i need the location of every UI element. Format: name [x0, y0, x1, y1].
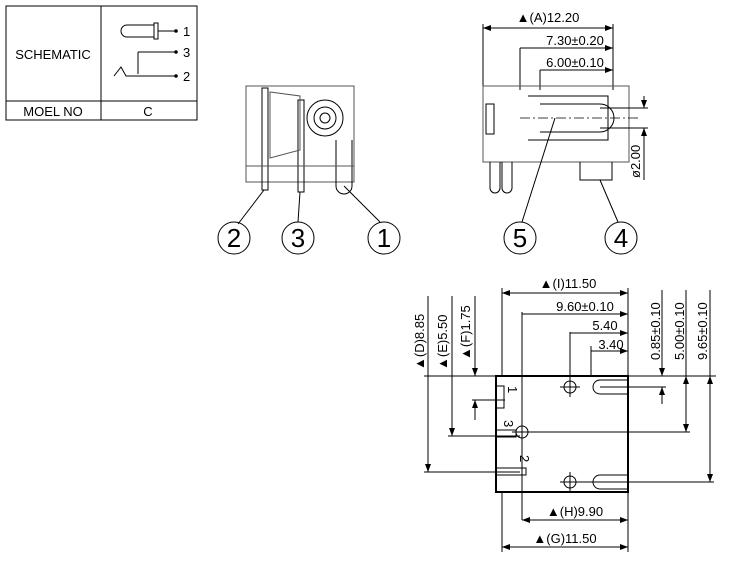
dim-7-30: 7.30±0.20 — [546, 33, 604, 48]
pin-label-3: 3 — [183, 45, 190, 60]
callout-4: 4 — [614, 223, 628, 253]
callout-5: 5 — [513, 223, 527, 253]
dim-a: ▲(A)12.20 — [517, 10, 580, 25]
dim-e: ▲(E)5.50 — [435, 315, 450, 371]
dim-9-65: 9.65±0.10 — [695, 302, 710, 360]
dim-d: ▲(D)8.85 — [412, 314, 427, 370]
model-label: MOEL NO — [23, 104, 82, 119]
callout-3: 3 — [291, 223, 305, 253]
pin-label-2: 2 — [183, 69, 190, 84]
dim-3-40: 3.40 — [598, 337, 623, 352]
dim-g: ▲(G)11.50 — [533, 531, 596, 546]
pin-label-1: 1 — [183, 24, 190, 39]
callout-1: 1 — [377, 223, 391, 253]
dim-0-85: 0.85±0.10 — [648, 302, 663, 360]
dim-i: ▲(I)11.50 — [540, 276, 597, 291]
dim-h: ▲(H)9.90 — [547, 504, 603, 519]
dim-9-60: 9.60±0.10 — [556, 299, 614, 314]
schematic-symbol: 1 3 2 — [113, 22, 190, 84]
dim-5-40: 5.40 — [592, 318, 617, 333]
pin-1-label: 1 — [505, 386, 520, 393]
side-view: ▲(A)12.20 7.30±0.20 6.00±0.10 ø2.00 5 4 — [482, 10, 648, 255]
front-view: 2 3 1 — [217, 85, 401, 255]
schematic-table: SCHEMATIC MOEL NO C 1 3 2 — [5, 5, 198, 121]
model-value: C — [143, 104, 152, 119]
bottom-view: ▲(I)11.50 9.60±0.10 5.40 3.40 ▲(D)8.85 ▲… — [412, 276, 716, 552]
dim-diameter: ø2.00 — [628, 145, 643, 178]
schematic-label: SCHEMATIC — [15, 47, 91, 62]
callout-2: 2 — [227, 223, 241, 253]
pin-2-label: 2 — [517, 455, 532, 462]
dim-f: ▲(F)1.75 — [458, 305, 473, 360]
dim-6-00: 6.00±0.10 — [546, 55, 604, 70]
pin-3-label: 3 — [501, 420, 516, 427]
dim-5-00: 5.00±0.10 — [672, 302, 687, 360]
